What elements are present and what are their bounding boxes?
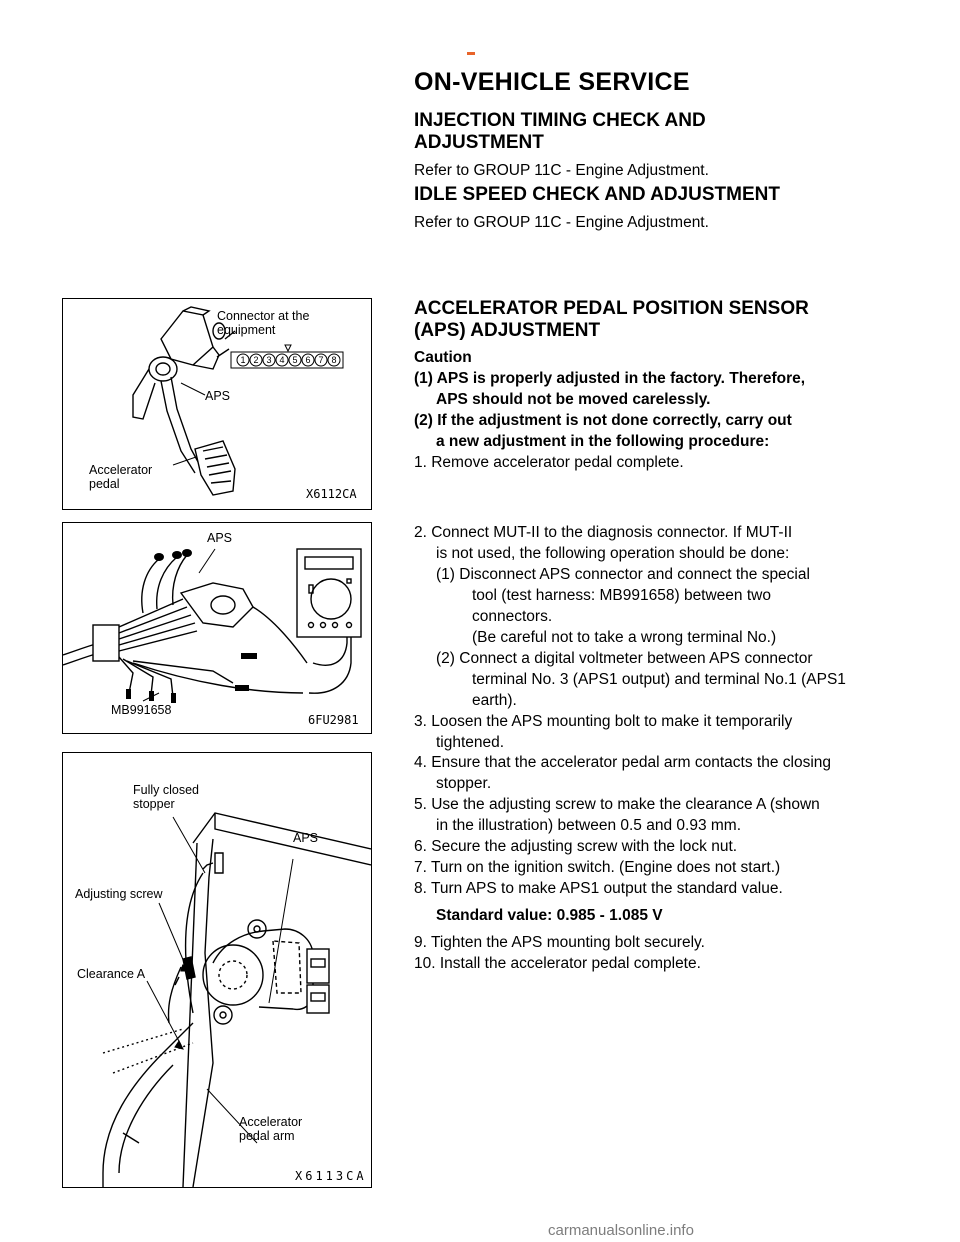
label-line: Connector at the bbox=[217, 309, 310, 323]
step-subitem: (1) Disconnect APS connector and connect… bbox=[436, 566, 810, 583]
step-subitem: (2) Connect a digital voltmeter between … bbox=[436, 650, 813, 667]
step-item: 9. Tighten the APS mounting bolt securel… bbox=[414, 934, 705, 951]
aps-label: APS bbox=[207, 531, 233, 545]
adjusting-screw-label: Adjusting screw bbox=[75, 887, 163, 901]
label-line: Accelerator bbox=[89, 463, 153, 477]
figure-code: 6FU2981 bbox=[308, 713, 359, 727]
step-item: 10. Install the accelerator pedal comple… bbox=[414, 955, 701, 972]
label-line: equipment bbox=[217, 323, 276, 337]
caution-item: (2) If the adjustment is not done correc… bbox=[414, 412, 792, 429]
section-text-injection-timing: Refer to GROUP 11C - Engine Adjustment. bbox=[414, 162, 709, 179]
figure-test-harness: APS MB991658 6FU2981 bbox=[62, 522, 372, 734]
stopper-label: Fully closed stopper bbox=[133, 783, 199, 811]
step-subitem: (Be careful not to take a wrong terminal… bbox=[472, 629, 777, 646]
pin-label: 1 bbox=[240, 355, 245, 365]
step-item: in the illustration) between 0.5 and 0.9… bbox=[436, 817, 742, 834]
page-title: ON-VEHICLE SERVICE bbox=[414, 68, 690, 96]
heading-line: ADJUSTMENT bbox=[414, 132, 544, 153]
heading-line: ACCELERATOR PEDAL POSITION SENSOR bbox=[414, 298, 809, 319]
heading-line: IDLE SPEED CHECK AND ADJUSTMENT bbox=[414, 184, 780, 205]
pedal-illustration: 1 2 3 4 5 6 7 8 bbox=[132, 306, 344, 496]
label-line: Fully closed bbox=[133, 783, 199, 797]
step-subitem: connectors. bbox=[472, 608, 553, 625]
pedal-label: Accelerator pedal bbox=[89, 463, 152, 491]
step-subitem: tool (test harness: MB991658) between tw… bbox=[472, 587, 771, 604]
heading-line: INJECTION TIMING CHECK AND bbox=[414, 110, 706, 131]
step-item: 5. Use the adjusting screw to make the c… bbox=[414, 796, 820, 813]
step-item: stopper. bbox=[436, 775, 492, 792]
pin-label: 2 bbox=[253, 355, 258, 365]
step-item: 1. Remove accelerator pedal complete. bbox=[414, 454, 684, 471]
heading-line: (APS) ADJUSTMENT bbox=[414, 320, 601, 341]
step-item: 7. Turn on the ignition switch. (Engine … bbox=[414, 859, 781, 876]
figure-accelerator-pedal: 1 2 3 4 5 6 7 8 Connector at the equipme… bbox=[62, 298, 372, 510]
clearance-label: Clearance A bbox=[77, 967, 146, 981]
pin-label: 5 bbox=[292, 355, 297, 365]
aps-label: APS bbox=[205, 389, 231, 403]
caution-item: APS should not be moved carelessly. bbox=[436, 391, 711, 408]
section-text-idle-speed: Refer to GROUP 11C - Engine Adjustment. bbox=[414, 214, 709, 231]
caution-label: Caution bbox=[414, 349, 472, 366]
pin-label: 8 bbox=[331, 355, 336, 365]
step-item: 4. Ensure that the accelerator pedal arm… bbox=[414, 754, 832, 771]
label-line: stopper bbox=[133, 797, 175, 811]
step-item: tightened. bbox=[436, 734, 505, 751]
pin-label: 4 bbox=[279, 355, 284, 365]
connector-pins: 1 2 3 4 5 6 7 8 bbox=[236, 353, 341, 367]
label-line: pedal arm bbox=[239, 1129, 295, 1143]
section-heading-aps-adjustment: ACCELERATOR PEDAL POSITION SENSOR (APS) … bbox=[414, 298, 809, 342]
section-heading-idle-speed: IDLE SPEED CHECK AND ADJUSTMENT bbox=[414, 184, 780, 206]
caution-item: a new adjustment in the following proced… bbox=[436, 433, 770, 450]
tool-label: MB991658 bbox=[111, 703, 172, 717]
figure-pedal-arm: Fully closed stopper APS Adjusting screw… bbox=[62, 752, 372, 1188]
pedal-arm-illustration bbox=[102, 812, 371, 1187]
header-accent-mark bbox=[467, 52, 475, 55]
steps-block-2: 2. Connect MUT-II to the diagnosis conne… bbox=[414, 522, 886, 753]
steps-block-3: 4. Ensure that the accelerator pedal arm… bbox=[414, 752, 886, 974]
label-line: Accelerator bbox=[239, 1115, 303, 1129]
harness-illustration bbox=[63, 548, 362, 703]
caution-block: Caution (1) APS is properly adjusted in … bbox=[414, 347, 886, 473]
step-item: 6. Secure the adjusting screw with the l… bbox=[414, 838, 738, 855]
section-heading-injection-timing: INJECTION TIMING CHECK AND ADJUSTMENT bbox=[414, 110, 706, 154]
aps-label: APS bbox=[293, 831, 319, 845]
figure-code: X6112CA bbox=[306, 487, 357, 501]
step-item: 2. Connect MUT-II to the diagnosis conne… bbox=[414, 524, 793, 541]
step-subitem: terminal No. 3 (APS1 output) and termina… bbox=[472, 671, 846, 688]
figure-code: X6113CA bbox=[295, 1169, 367, 1183]
connector-label: Connector at the equipment bbox=[217, 309, 309, 337]
step-item: is not used, the following operation sho… bbox=[436, 545, 790, 562]
pin-label: 3 bbox=[266, 355, 271, 365]
step-subitem: earth). bbox=[472, 692, 517, 709]
watermark: carmanualsonline.info bbox=[548, 1222, 694, 1239]
step-item: 3. Loosen the APS mounting bolt to make … bbox=[414, 713, 793, 730]
caution-item: (1) APS is properly adjusted in the fact… bbox=[414, 370, 806, 387]
pin-label: 7 bbox=[318, 355, 323, 365]
standard-value: Standard value: 0.985 - 1.085 V bbox=[436, 907, 663, 924]
pin-label: 6 bbox=[305, 355, 310, 365]
pedal-arm-label: Accelerator pedal arm bbox=[239, 1115, 302, 1143]
step-item: 8. Turn APS to make APS1 output the stan… bbox=[414, 880, 783, 897]
label-line: pedal bbox=[89, 477, 120, 491]
